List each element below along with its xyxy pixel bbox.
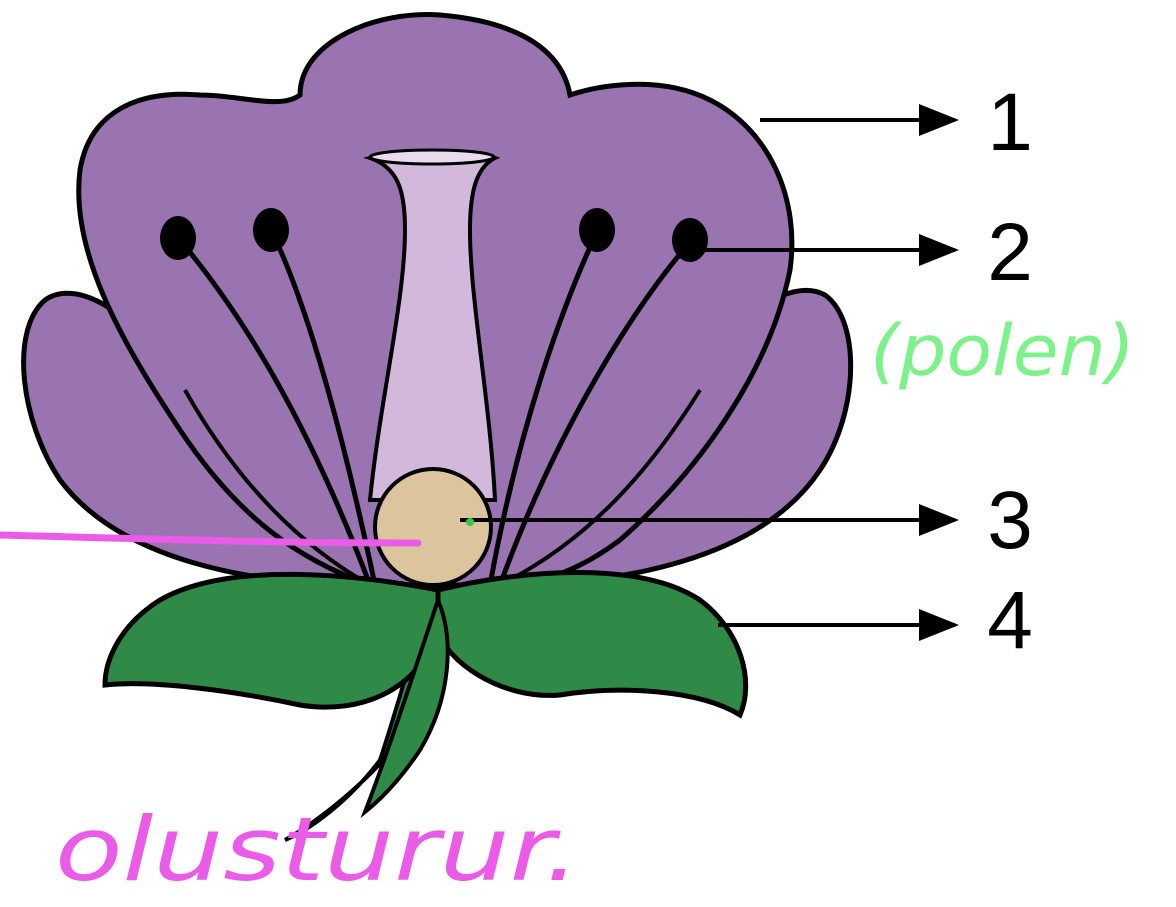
ovary [375, 469, 491, 585]
label-3: 3 [987, 475, 1033, 566]
anther-1 [160, 216, 196, 260]
leaf-right [438, 573, 746, 716]
label-1: 1 [987, 77, 1033, 168]
label-2: 2 [987, 207, 1033, 298]
green-annotation: (polen) [870, 310, 1135, 392]
pistil-stigma [370, 150, 494, 164]
leaf-left [105, 574, 438, 707]
anther-2 [253, 208, 289, 252]
anther-4 [672, 218, 708, 262]
anther-3 [579, 208, 615, 252]
label-4: 4 [987, 575, 1033, 666]
pink-annotation: olusturur. [55, 798, 580, 901]
arrow-3-origin-dot [466, 518, 474, 526]
